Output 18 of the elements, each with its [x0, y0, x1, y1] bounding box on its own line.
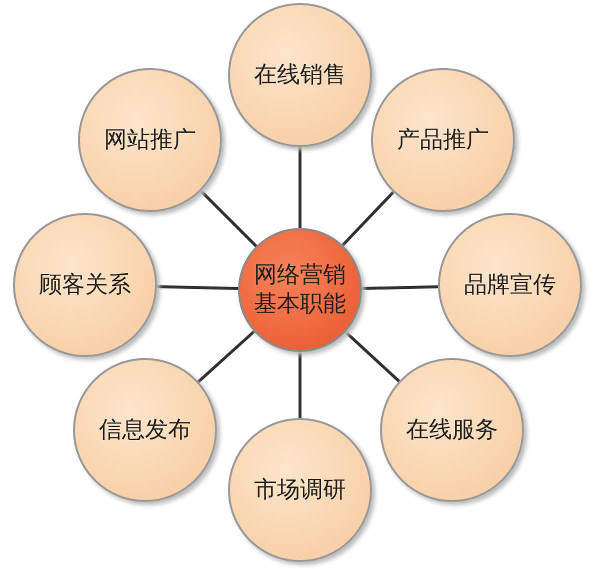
- node-label: 在线服务: [406, 416, 498, 444]
- connector-line: [156, 285, 238, 290]
- connector-line: [200, 190, 258, 248]
- node-label: 网站推广: [104, 126, 196, 154]
- connector-line: [298, 147, 302, 228]
- connector-line: [298, 352, 302, 418]
- node-label: 市场调研: [254, 476, 346, 504]
- connector-line: [344, 330, 400, 382]
- function-circle: [228, 3, 372, 147]
- node-label: 品牌宣传: [464, 270, 556, 300]
- node-label: 信息发布: [99, 416, 191, 444]
- node-label: 产品推广: [397, 126, 489, 154]
- node-label: 在线销售: [254, 60, 346, 90]
- node-label: 顾客关系: [39, 270, 131, 300]
- connector-line: [342, 191, 394, 246]
- node-label: 网络营销基本职能: [253, 261, 347, 319]
- connector-line: [197, 330, 255, 383]
- connector-line: [362, 285, 438, 290]
